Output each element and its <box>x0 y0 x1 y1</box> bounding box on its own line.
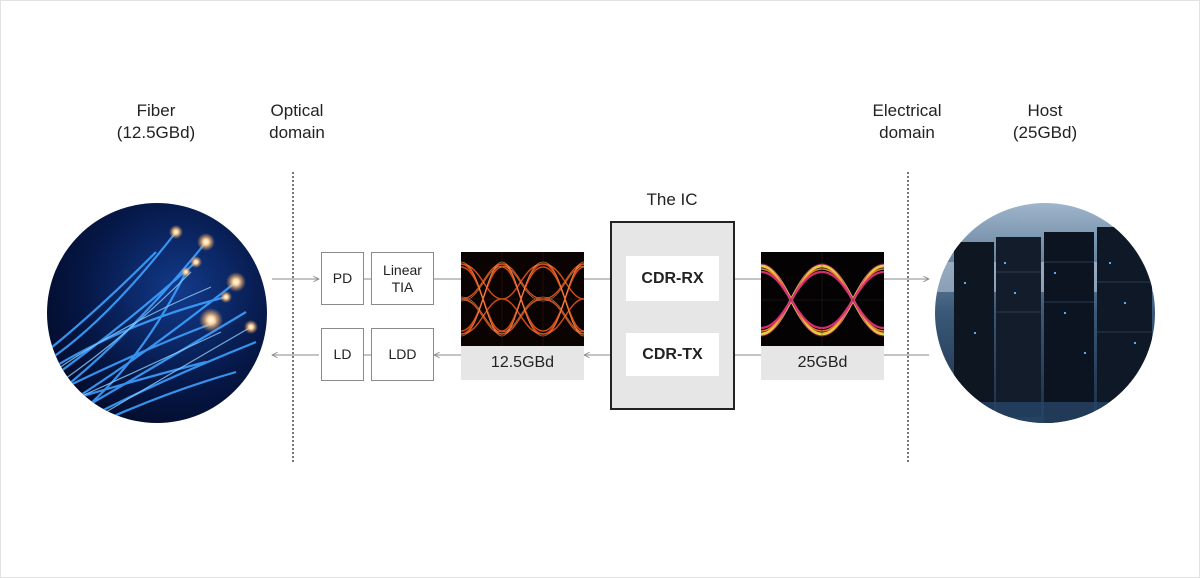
ldd-block: LDD <box>371 328 434 381</box>
tia-label-line2: TIA <box>391 278 414 295</box>
cdr-tx-block: CDR-TX <box>626 333 719 376</box>
optical-domain-divider <box>292 172 294 462</box>
electrical-rate-label: 25GBd <box>761 346 884 380</box>
optical-rate-label: 12.5GBd <box>461 346 584 380</box>
pd-label: PD <box>332 270 353 286</box>
electrical-domain-divider <box>907 172 909 462</box>
ldd-label: LDD <box>388 346 417 362</box>
ld-block: LD <box>321 328 364 381</box>
ic-block <box>610 221 735 410</box>
host-label-line1: Host <box>1027 101 1063 120</box>
optical-eye-diagram <box>461 252 584 346</box>
fiber-image <box>47 203 267 423</box>
fiber-label-line2: (12.5GBd) <box>116 123 196 142</box>
host-label-line2: (25GBd) <box>1012 123 1078 142</box>
cdr-rx-block: CDR-RX <box>626 256 719 301</box>
electrical-domain-label: Electrical domain <box>848 100 966 144</box>
host-image <box>935 203 1155 423</box>
electrical-label-line2: domain <box>879 123 935 142</box>
linear-tia-block: Linear TIA <box>371 252 434 305</box>
host-label: Host (25GBd) <box>985 100 1105 144</box>
optical-label-line2: domain <box>269 123 325 142</box>
pd-block: PD <box>321 252 364 305</box>
fiber-label: Fiber (12.5GBd) <box>96 100 216 144</box>
optical-label-line1: Optical <box>270 101 324 120</box>
ic-title: The IC <box>646 190 698 209</box>
electrical-label-line1: Electrical <box>872 101 942 120</box>
ld-label: LD <box>333 346 352 362</box>
optical-domain-label: Optical domain <box>242 100 352 144</box>
fiber-label-line1: Fiber <box>136 101 176 120</box>
electrical-eye-diagram <box>761 252 884 346</box>
tia-label-line1: Linear <box>383 261 422 278</box>
